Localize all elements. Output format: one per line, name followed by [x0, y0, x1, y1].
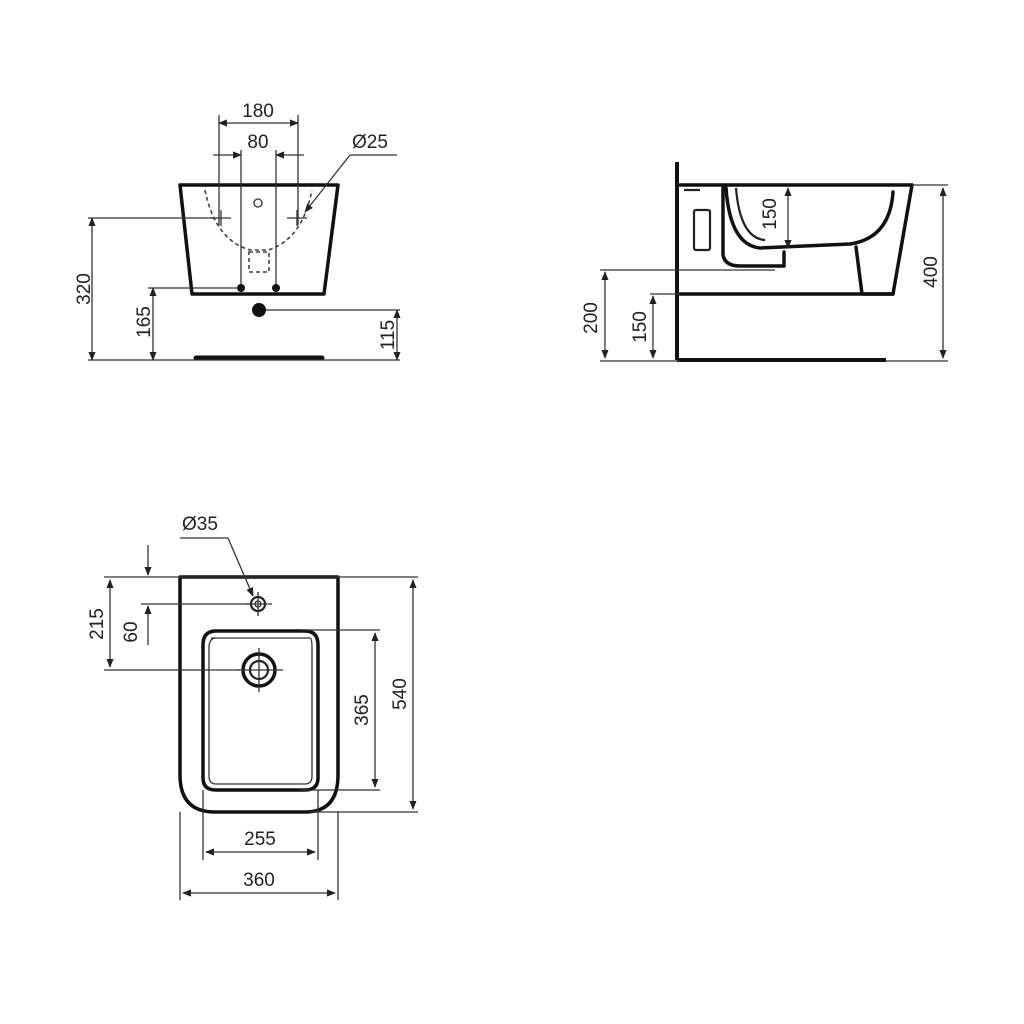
- top-view: Ø35 215 60 365 540 255 360: [87, 514, 418, 900]
- dim-bowl-150: 150: [760, 198, 781, 230]
- front-body-outline: [178, 183, 340, 296]
- dim-80: 80: [247, 132, 268, 153]
- dim-540: 540: [390, 678, 411, 710]
- dim-dia25: Ø25: [352, 132, 388, 153]
- dim-215: 215: [87, 608, 108, 640]
- dim-dia35: Ø35: [182, 514, 218, 535]
- dim-320: 320: [74, 273, 95, 305]
- dim-60: 60: [121, 621, 142, 642]
- dim-365: 365: [352, 694, 373, 726]
- dim-150: 150: [630, 311, 651, 343]
- side-view: 150 400 200 150: [581, 162, 948, 362]
- dim-115: 115: [378, 320, 399, 350]
- front-view: 180 80 Ø25 320 165 115: [74, 101, 401, 361]
- dim-200: 200: [581, 302, 602, 334]
- dim-180: 180: [242, 101, 274, 122]
- dim-255: 255: [244, 829, 276, 850]
- dim-400: 400: [921, 256, 942, 288]
- dim-360: 360: [243, 870, 275, 891]
- dim-165: 165: [134, 306, 155, 338]
